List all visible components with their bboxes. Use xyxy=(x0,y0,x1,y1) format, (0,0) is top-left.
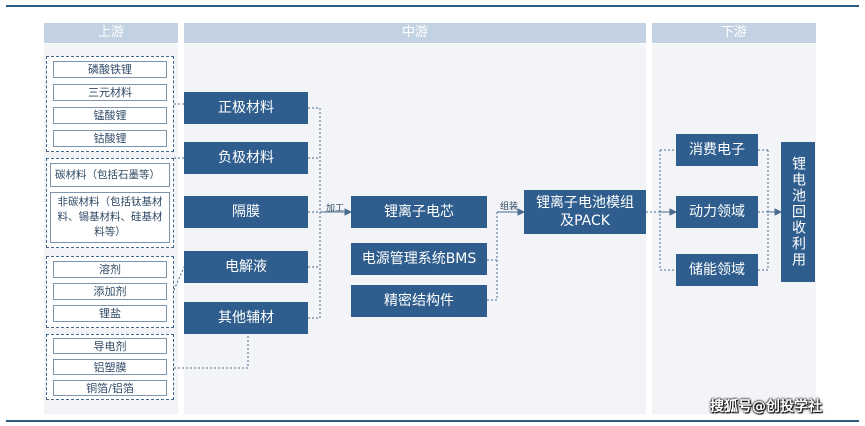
solvent-item: 溶剂 xyxy=(53,261,167,278)
electrolyte-box: 电解液 xyxy=(184,251,308,283)
aluminum-plastic-film-item: 铝塑膜 xyxy=(53,359,167,375)
carbon-material-item: 碳材料（包括石墨等） xyxy=(50,163,170,187)
anode-material-box: 负极材料 xyxy=(184,142,308,174)
ternary-item: 三元材料 xyxy=(53,84,167,101)
lmo-item: 锰酸锂 xyxy=(53,107,167,124)
energy-storage-box: 储能领域 xyxy=(676,254,758,286)
watermark: 搜狐号@创投学社 xyxy=(710,399,822,415)
lithium-salt-item: 锂盐 xyxy=(53,305,167,322)
lithium-cell-box: 锂离子电芯 xyxy=(351,196,487,228)
top-rule xyxy=(6,5,859,7)
consumer-electronics-box: 消费电子 xyxy=(676,134,758,166)
precision-structure-box: 精密结构件 xyxy=(351,285,487,317)
process-label: 加工 xyxy=(326,204,345,214)
upstream-header: 上游 xyxy=(44,23,178,43)
separator-box: 隔膜 xyxy=(184,196,308,228)
conductive-agent-item: 导电剂 xyxy=(53,338,167,354)
non-carbon-material-item: 非碳材料（包括钛基材料、锡基材料、硅基材料等） xyxy=(50,192,170,243)
electrolyte-materials-group: 溶剂 添加剂 锂盐 xyxy=(46,256,174,328)
auxiliary-materials-group: 导电剂 铝塑膜 铜箔/铝箔 xyxy=(46,334,174,400)
assembly-label: 组装 xyxy=(500,202,519,212)
battery-module-pack-box: 锂离子电池模组及PACK xyxy=(524,190,646,234)
downstream-header: 下游 xyxy=(652,23,816,43)
lco-item: 钴酸锂 xyxy=(53,130,167,147)
power-sector-box: 动力领域 xyxy=(676,196,758,228)
bms-box: 电源管理系统BMS xyxy=(351,243,487,275)
midstream-header: 中游 xyxy=(184,23,646,43)
additive-item: 添加剂 xyxy=(53,283,167,300)
anode-materials-group: 碳材料（包括石墨等） 非碳材料（包括钛基材料、锡基材料、硅基材料等） xyxy=(46,158,174,248)
lfp-item: 磷酸铁锂 xyxy=(53,61,167,78)
battery-recycling-box: 锂电池回收利用 xyxy=(781,142,815,282)
bottom-rule xyxy=(6,420,859,422)
other-auxiliary-box: 其他辅材 xyxy=(184,302,308,334)
copper-aluminum-foil-item: 铜箔/铝箔 xyxy=(53,380,167,396)
cathode-materials-group: 磷酸铁锂 三元材料 锰酸锂 钴酸锂 xyxy=(46,56,174,152)
cathode-material-box: 正极材料 xyxy=(184,92,308,124)
